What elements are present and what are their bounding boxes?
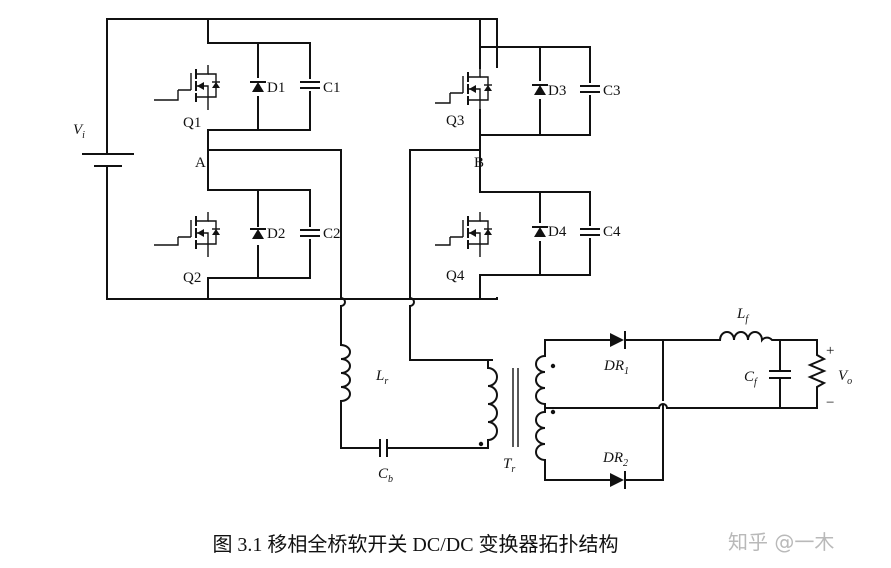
label-q3: Q3 xyxy=(446,113,464,129)
label-minus: − xyxy=(826,395,834,411)
label-c4: C4 xyxy=(603,224,621,240)
transformer-primary xyxy=(487,359,498,449)
switch-q1 xyxy=(177,64,221,111)
switch-q3 xyxy=(449,67,493,114)
switch-q2 xyxy=(177,211,221,258)
input-voltage-source xyxy=(82,139,134,181)
label-node-a: A xyxy=(195,155,206,171)
label-d3: D3 xyxy=(548,83,566,99)
label-lr: Lr xyxy=(375,368,388,387)
node-a-wire xyxy=(339,296,346,346)
inductor-lf xyxy=(718,331,818,343)
label-lf: Lf xyxy=(736,306,749,325)
label-dr1: DR1 xyxy=(603,358,629,377)
capacitor-cf xyxy=(769,339,791,409)
capacitor-c4 xyxy=(580,228,600,236)
capacitor-c3 xyxy=(580,85,600,93)
figure-caption: 图 3.1 移相全桥软开关 DC/DC 变换器拓扑结构 xyxy=(212,534,619,556)
label-d2: D2 xyxy=(267,226,285,242)
label-cf: Cf xyxy=(744,369,758,388)
label-c1: C1 xyxy=(323,80,341,96)
capacitor-c1 xyxy=(300,81,320,89)
transformer-core xyxy=(512,368,519,447)
label-d4: D4 xyxy=(548,224,567,240)
capacitor-c2 xyxy=(300,229,320,237)
top-rail xyxy=(106,18,498,68)
label-vi: Vi xyxy=(73,122,85,141)
capacitor-cb xyxy=(379,439,489,457)
node-b-wire xyxy=(408,296,493,361)
watermark: 知乎 @一木 xyxy=(728,530,835,554)
label-c3: C3 xyxy=(603,83,621,99)
diode-dr2 xyxy=(610,471,626,489)
label-dr2: DR2 xyxy=(602,450,628,469)
diode-dr1 xyxy=(610,331,626,349)
label-tr: Tr xyxy=(503,456,515,475)
label-vo: Vo xyxy=(838,368,852,387)
diode-d1 xyxy=(250,81,266,93)
label-q1: Q1 xyxy=(183,115,201,131)
transformer-secondary xyxy=(535,339,546,481)
inductor-lr xyxy=(339,343,381,449)
label-plus: + xyxy=(826,343,834,359)
label-cb: Cb xyxy=(378,466,393,485)
diode-d4 xyxy=(532,226,548,238)
diode-d2 xyxy=(250,228,266,240)
label-node-b: B xyxy=(474,155,484,171)
label-q4: Q4 xyxy=(446,268,465,284)
label-d1: D1 xyxy=(267,80,285,96)
load-resistor xyxy=(807,339,827,409)
diode-d3 xyxy=(532,84,548,96)
switch-q4 xyxy=(449,211,493,258)
label-c2: C2 xyxy=(323,226,341,242)
label-q2: Q2 xyxy=(183,270,201,286)
left-rail xyxy=(106,18,498,300)
